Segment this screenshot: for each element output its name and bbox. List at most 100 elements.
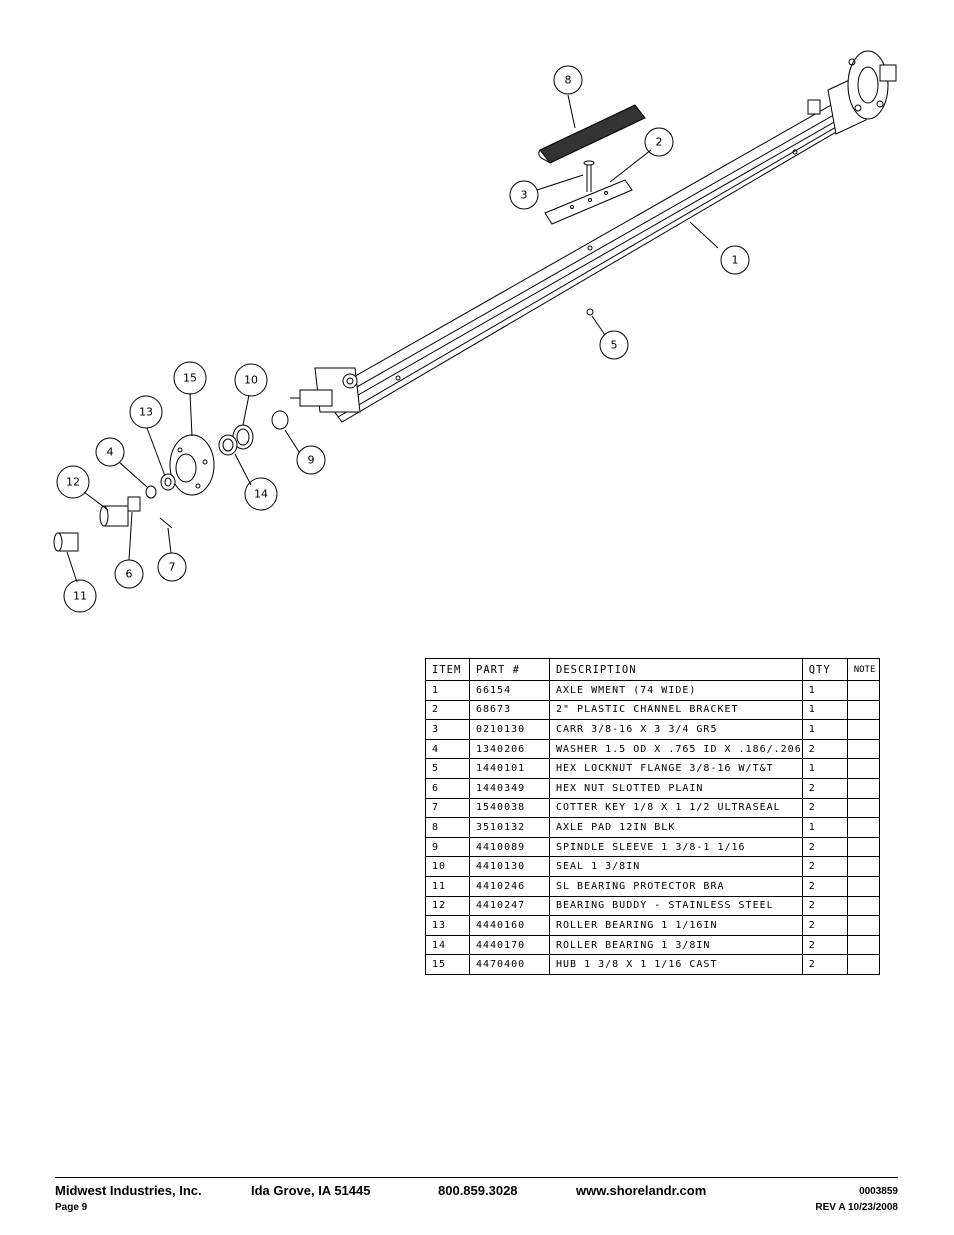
cell-item: 10 — [425, 856, 470, 877]
cell-part: 66154 — [469, 680, 550, 701]
cell-item: 9 — [425, 836, 470, 858]
header-part-number: PART # — [469, 658, 550, 681]
callout-5: 5 — [611, 339, 618, 352]
cell-part: 4440160 — [469, 915, 550, 936]
cell-part: 4440170 — [469, 934, 550, 956]
callout-8: 8 — [565, 74, 572, 87]
cell-item: 15 — [425, 954, 470, 975]
cell-note — [846, 777, 880, 799]
callout-3: 3 — [521, 189, 528, 202]
cell-note — [846, 719, 880, 740]
cell-description: 2" PLASTIC CHANNEL BRACKET — [549, 699, 803, 721]
cell-part: 3510132 — [469, 817, 550, 838]
cell-item: 13 — [425, 915, 470, 936]
callout-11: 11 — [73, 590, 87, 603]
footer-website[interactable]: www.shorelandr.com — [576, 1183, 707, 1198]
roller-bearing-small — [160, 473, 176, 491]
cell-qty: 2 — [801, 875, 848, 897]
cell-qty: 1 — [801, 699, 848, 721]
hub — [169, 434, 215, 496]
cell-item: 12 — [425, 895, 470, 917]
cell-part: 4470400 — [469, 954, 550, 975]
cell-part: 1540038 — [469, 797, 550, 819]
footer-divider — [55, 1177, 898, 1178]
footer-revision: REV A 10/23/2008 — [815, 1202, 898, 1213]
cell-part: 0210130 — [469, 719, 550, 740]
slotted-nut — [127, 496, 141, 512]
carriage-bolt — [583, 160, 595, 192]
cell-item: 14 — [425, 934, 470, 956]
cell-description: COTTER KEY 1/8 X 1 1/2 ULTRASEAL — [549, 797, 803, 819]
bearing-buddy — [99, 505, 129, 527]
cell-note — [846, 817, 880, 838]
table-header-row: ITEM PART # DESCRIPTION QTY NOTE — [425, 658, 880, 681]
cell-part: 1440349 — [469, 777, 550, 799]
cell-qty: 2 — [801, 954, 848, 975]
callout-1: 1 — [732, 254, 739, 267]
cell-description: HEX NUT SLOTTED PLAIN — [549, 777, 803, 799]
cell-description: WASHER 1.5 OD X .765 ID X .186/.206 — [549, 738, 803, 760]
cell-note — [846, 895, 880, 917]
cotter-key — [159, 517, 173, 529]
cell-part: 4410247 — [469, 895, 550, 917]
footer-doc-number: 0003859 — [859, 1186, 898, 1197]
callout-15: 15 — [183, 372, 197, 385]
header-note: NOTE — [846, 658, 880, 681]
cell-note — [846, 836, 880, 858]
cell-description: SL BEARING PROTECTOR BRA — [549, 875, 803, 897]
cell-qty: 2 — [801, 777, 848, 799]
cell-description: HEX LOCKNUT FLANGE 3/8-16 W/T&T — [549, 758, 803, 779]
cell-qty: 2 — [801, 934, 848, 956]
washer — [145, 485, 157, 499]
cell-note — [846, 680, 880, 701]
callout-4: 4 — [107, 446, 114, 459]
cell-note — [846, 758, 880, 779]
callout-9: 9 — [308, 454, 315, 467]
cell-item: 11 — [425, 875, 470, 897]
callout-14: 14 — [254, 488, 268, 501]
cell-item: 7 — [425, 797, 470, 819]
header-qty: QTY — [801, 658, 848, 681]
cell-part: 4410089 — [469, 836, 550, 858]
cell-note — [846, 856, 880, 877]
footer-page-number: Page 9 — [55, 1202, 88, 1213]
cell-part: 68673 — [469, 699, 550, 721]
cell-part: 4410246 — [469, 875, 550, 897]
cell-note — [846, 699, 880, 721]
locknut — [586, 308, 594, 316]
callout-7: 7 — [169, 561, 176, 574]
right-hub-assembly — [807, 50, 897, 135]
roller-bearing-large — [218, 434, 238, 456]
spindle-sleeve — [271, 410, 289, 430]
header-description: DESCRIPTION — [549, 658, 803, 681]
cell-qty: 2 — [801, 915, 848, 936]
cell-note — [846, 915, 880, 936]
cell-description: AXLE PAD 12IN BLK — [549, 817, 803, 838]
cell-qty: 1 — [801, 817, 848, 838]
left-spindle-bracket — [290, 367, 361, 413]
cell-description: SPINDLE SLEEVE 1 3/8-1 1/16 — [549, 836, 803, 858]
cell-item: 2 — [425, 699, 470, 721]
cell-description: ROLLER BEARING 1 1/16IN — [549, 915, 803, 936]
cell-qty: 2 — [801, 738, 848, 760]
cell-part: 1440101 — [469, 758, 550, 779]
axle-exploded-diagram: 1 2 3 4 5 6 7 8 9 10 11 12 13 14 15 — [53, 50, 897, 613]
cell-qty: 2 — [801, 836, 848, 858]
cell-item: 5 — [425, 758, 470, 779]
cell-qty: 1 — [801, 680, 848, 701]
cell-description: CARR 3/8-16 X 3 3/4 GR5 — [549, 719, 803, 740]
